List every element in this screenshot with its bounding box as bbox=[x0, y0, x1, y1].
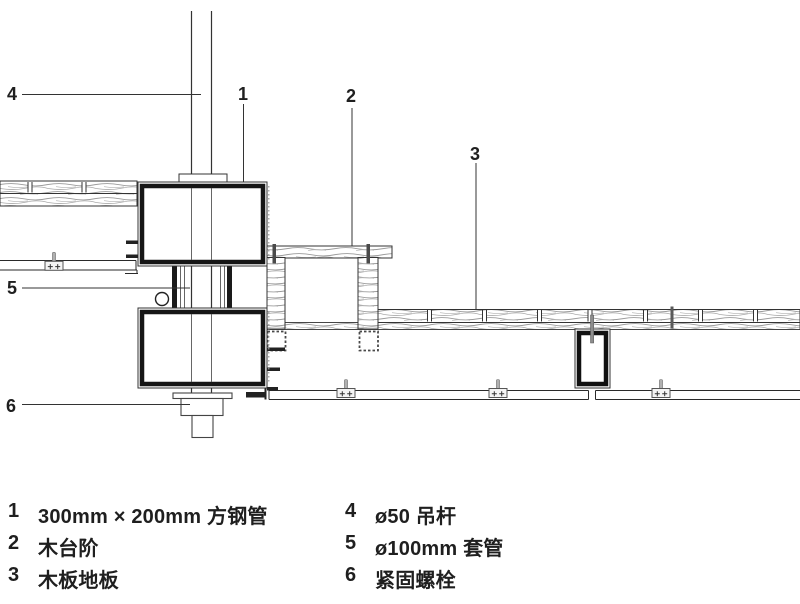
side-tab bbox=[126, 254, 138, 258]
legend-number: 1 bbox=[8, 500, 20, 522]
legend-label: 300mm × 200mm 方钢管 bbox=[38, 506, 268, 528]
callouts: 4 1 2 3 5 6 bbox=[6, 84, 480, 416]
fastening-bolt bbox=[172, 392, 233, 439]
legend-item-4: 4 ø50 吊杆 bbox=[345, 500, 504, 532]
left-floor-board-layer bbox=[0, 193, 138, 207]
bolt-head-circle bbox=[154, 291, 170, 307]
legend-item-3: 3 木板地板 bbox=[8, 564, 268, 596]
step-right-riser bbox=[357, 257, 379, 330]
legend-label: ø100mm 套管 bbox=[375, 538, 504, 560]
under-board bbox=[266, 322, 800, 330]
side-tab bbox=[126, 240, 138, 244]
legend-number: 2 bbox=[8, 532, 20, 554]
legend-label: 紧固螺栓 bbox=[375, 570, 456, 592]
main-wood-floor bbox=[377, 306, 800, 329]
legend-item-5: 5 ø100mm 套管 bbox=[345, 532, 504, 564]
callout-3: 3 bbox=[470, 144, 480, 164]
step-tread-board bbox=[266, 245, 393, 259]
left-floor-plank-layer bbox=[0, 180, 138, 194]
step-left-riser bbox=[266, 257, 286, 330]
legend-item-6: 6 紧固螺栓 bbox=[345, 564, 504, 596]
floor-screw bbox=[670, 306, 674, 329]
callout-2: 2 bbox=[346, 86, 356, 106]
step-batten-section bbox=[358, 330, 379, 352]
lower-steel-tube bbox=[137, 307, 270, 389]
callout-1: 1 bbox=[238, 84, 248, 104]
bolt-stub bbox=[191, 414, 214, 439]
floor-blocking-section bbox=[574, 314, 611, 389]
legend-label: 木板地板 bbox=[38, 570, 119, 592]
bolt-nut bbox=[180, 397, 224, 417]
floor-plank-joints bbox=[427, 310, 758, 322]
section-detail-drawing: 4 1 2 3 5 6 bbox=[0, 11, 800, 439]
sleeve-wall bbox=[172, 263, 177, 311]
sleeve-wall bbox=[227, 263, 232, 311]
left-floor-plank-joint bbox=[27, 182, 33, 193]
legend-item-1: 1 300mm × 200mm 方钢管 bbox=[8, 500, 268, 532]
legend-label: ø50 吊杆 bbox=[375, 506, 457, 528]
callout-5: 5 bbox=[7, 278, 17, 298]
bottom-ceiling-channel bbox=[268, 390, 800, 400]
left-floor-plank-joint bbox=[81, 182, 87, 193]
legend-label: 木台阶 bbox=[38, 538, 99, 560]
callout-6: 6 bbox=[6, 396, 16, 416]
washer-plate bbox=[172, 392, 233, 400]
legend-column-left: 1 300mm × 200mm 方钢管 2 木台阶 3 木板地板 bbox=[8, 500, 268, 596]
ceiling-hanger-clip bbox=[336, 379, 356, 398]
legend-column-right: 4 ø50 吊杆 5 ø100mm 套管 6 紧固螺栓 bbox=[345, 500, 504, 596]
ceiling-hanger-clip bbox=[488, 379, 508, 398]
ceiling-hanger-clip bbox=[651, 379, 671, 398]
blocking-screw bbox=[590, 314, 594, 344]
legend-number: 6 bbox=[345, 564, 357, 586]
legend-number: 5 bbox=[345, 532, 357, 554]
rod-inside-tubes bbox=[191, 188, 212, 382]
connection-brackets bbox=[246, 347, 285, 400]
step-screw bbox=[272, 244, 276, 264]
step-screw bbox=[366, 244, 370, 264]
legend-item-2: 2 木台阶 bbox=[8, 532, 268, 564]
rod-top-plate bbox=[178, 173, 228, 183]
ceiling-hanger-clip bbox=[44, 251, 64, 271]
left-wood-floor bbox=[0, 180, 138, 207]
left-ceiling-channel bbox=[0, 260, 138, 274]
legend-number: 4 bbox=[345, 500, 357, 522]
legend-number: 3 bbox=[8, 564, 20, 586]
callout-4: 4 bbox=[7, 84, 17, 104]
upper-steel-tube bbox=[126, 181, 270, 267]
wood-step bbox=[266, 244, 800, 352]
